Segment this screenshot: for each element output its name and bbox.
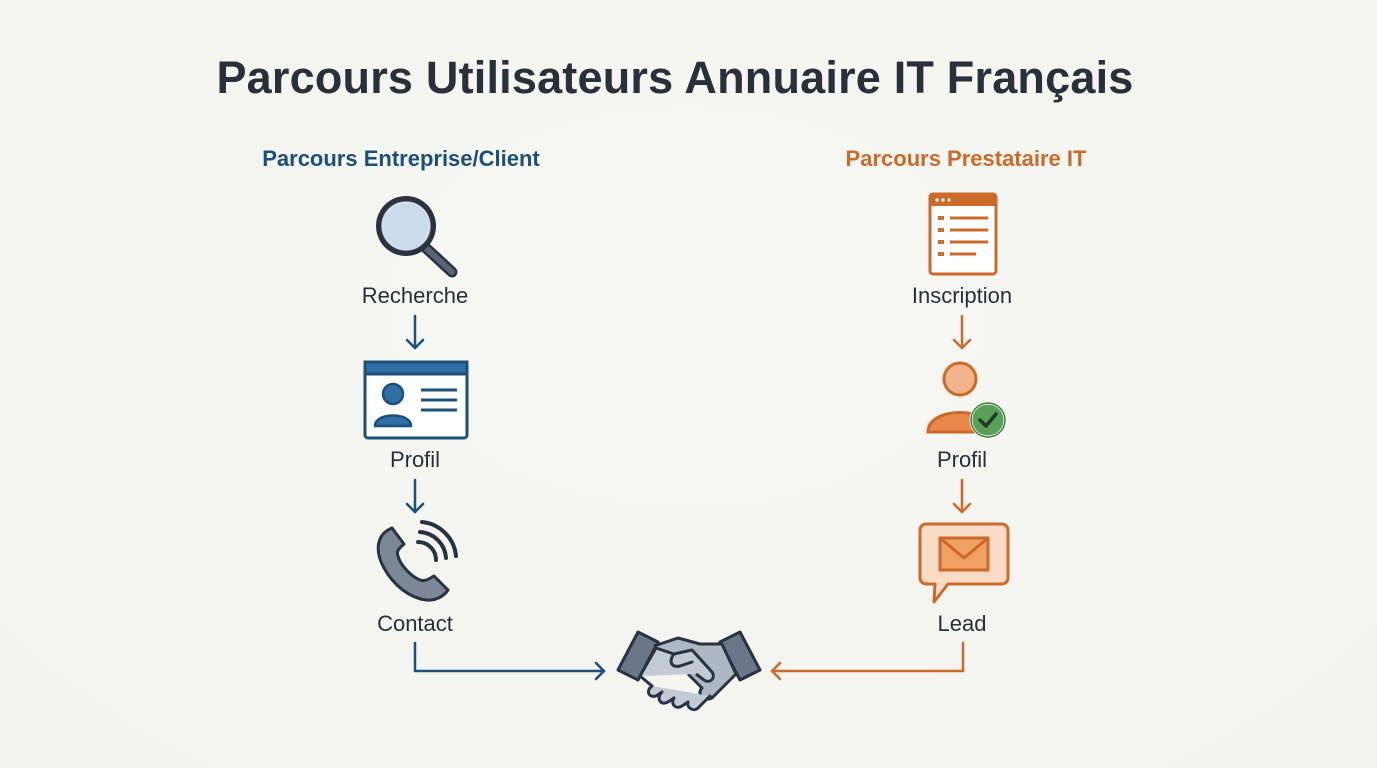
- left-flow-arrow: [413, 641, 606, 681]
- left-step-profil-label: Profil: [389, 447, 441, 472]
- right-arrow-1: [952, 314, 972, 350]
- right-arrow-2: [952, 478, 972, 514]
- verified-user-icon: [926, 361, 1007, 439]
- right-path-title: Parcours Prestataire IT: [845, 146, 1087, 171]
- message-envelope-icon: [918, 522, 1010, 604]
- handshake-icon: [616, 630, 762, 712]
- right-step-inscription-label: Inscription: [911, 283, 1013, 308]
- left-arrow-1: [405, 314, 425, 350]
- form-icon: [928, 192, 998, 276]
- right-flow-arrow: [770, 641, 965, 681]
- profile-card-icon: [363, 360, 469, 440]
- left-step-recherche-label: Recherche: [361, 283, 469, 308]
- left-path-title: Parcours Entreprise/Client: [262, 146, 540, 171]
- right-step-profil-label: Profil: [936, 447, 988, 472]
- page-title: Parcours Utilisateurs Annuaire IT França…: [216, 52, 1134, 103]
- magnifier-icon: [376, 196, 458, 278]
- left-step-contact-label: Contact: [377, 611, 453, 636]
- phone-icon: [376, 520, 458, 602]
- right-step-lead-label: Lead: [937, 611, 987, 636]
- left-arrow-2: [405, 478, 425, 514]
